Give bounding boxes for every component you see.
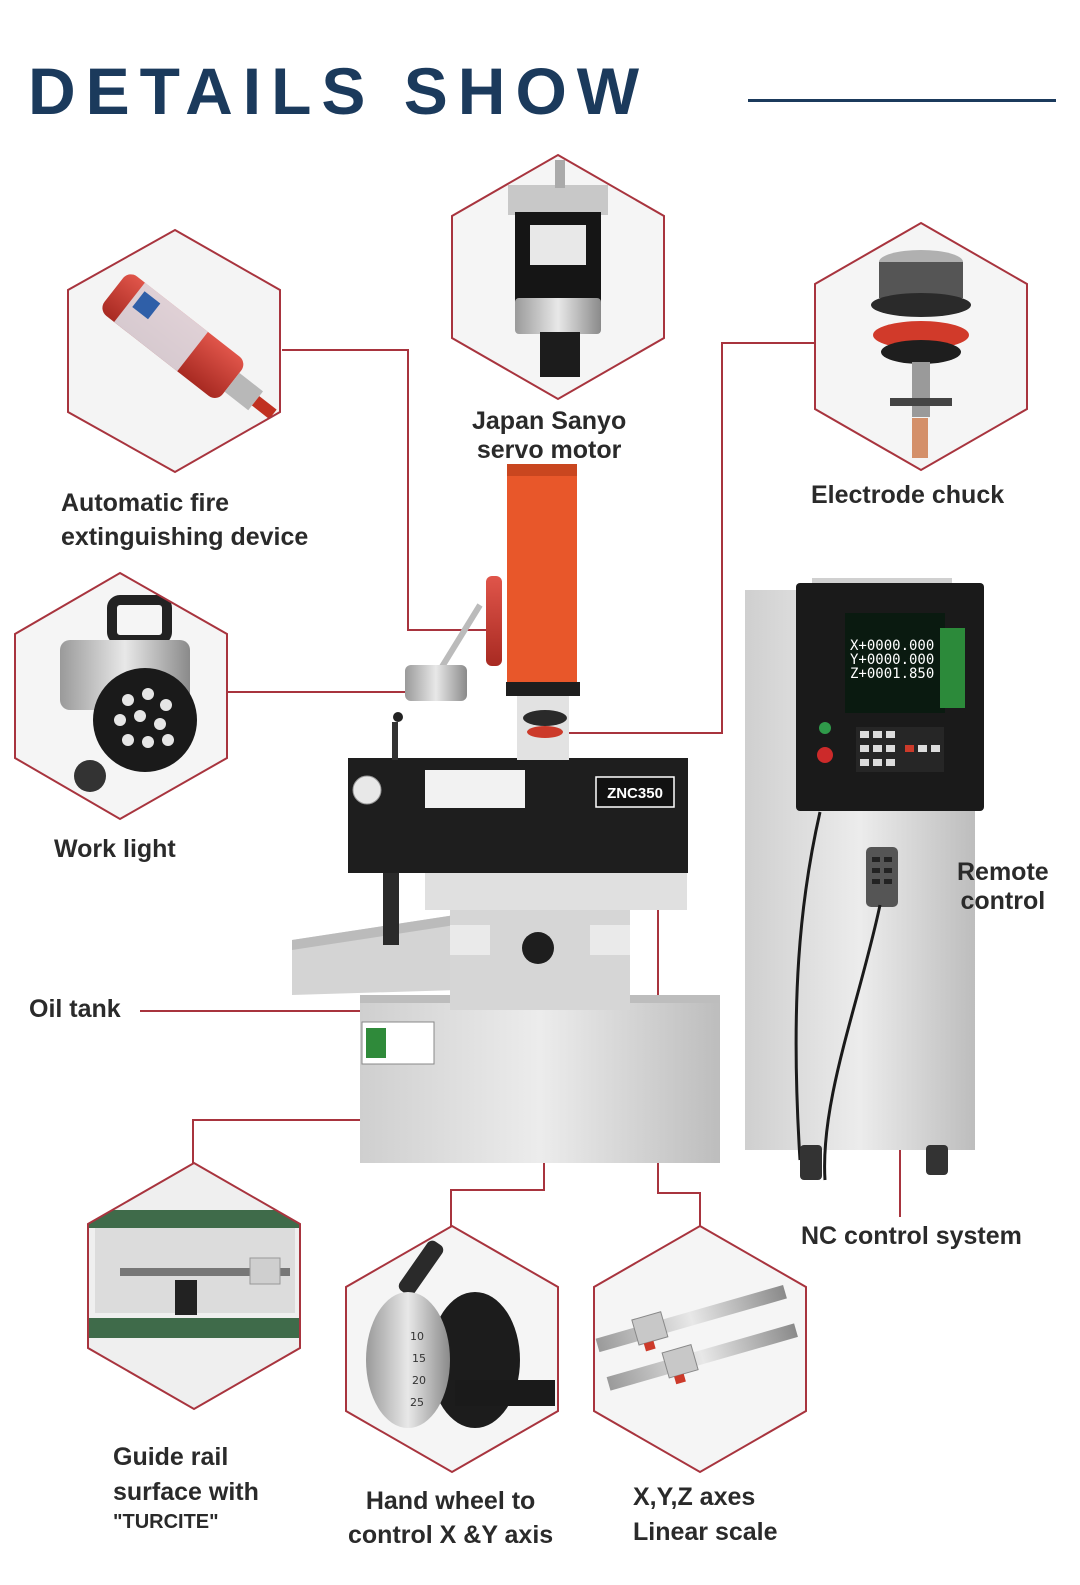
display-z-readout: Z+0001.850: [850, 666, 934, 682]
label-line: surface with: [113, 1477, 259, 1506]
fire-extinguisher-image: [67, 228, 281, 474]
label-line: Guide rail: [113, 1443, 229, 1471]
guide-rail-image: [87, 1161, 301, 1411]
label-oil-tank: Oil tank: [29, 995, 121, 1023]
label-guide-rail: Guide rail surface with "TURCITE": [113, 1440, 259, 1537]
dial-numbers: 10 15 20 25: [410, 1330, 426, 1409]
label-hand-wheel: Hand wheel to control X &Y axis: [348, 1484, 553, 1552]
dial-number: 10: [410, 1330, 424, 1343]
dial-number: 15: [412, 1352, 426, 1365]
title-rule: [748, 99, 1056, 102]
label-line: X,Y,Z axes: [633, 1483, 756, 1511]
label-line: extinguishing device: [61, 522, 309, 551]
linear-scale-image: [593, 1224, 807, 1474]
label-line: Remote: [957, 858, 1049, 886]
label-line: "TURCITE": [113, 1511, 219, 1533]
label-linear-scale: X,Y,Z axes Linear scale: [633, 1480, 778, 1549]
work-light-image: [14, 571, 228, 821]
display-y-readout: Y+0000.000: [850, 652, 934, 668]
label-fire-device: Automatic fire extinguishing device: [61, 487, 308, 555]
dial-number: 20: [412, 1374, 426, 1387]
label-nc-system: NC control system: [801, 1222, 1022, 1250]
label-line: control X &Y axis: [348, 1521, 554, 1549]
hand-wheel-image: 10 15 20 25: [345, 1224, 559, 1474]
label-work-light: Work light: [54, 835, 176, 863]
display-x-readout: X+0000.000: [850, 638, 934, 654]
label-remote-control: Remote control: [957, 858, 1049, 916]
label-line: Linear scale: [633, 1517, 778, 1546]
label-servo-motor: Japan Sanyo servo motor: [472, 407, 626, 465]
label-line: servo motor: [476, 436, 622, 464]
label-line: Automatic fire: [61, 489, 230, 517]
electrode-chuck-image: [814, 221, 1028, 472]
label-line: Japan Sanyo: [472, 407, 627, 435]
edm-machine-image: ZNC350: [292, 464, 720, 1163]
label-line: Hand wheel to: [365, 1487, 536, 1515]
label-line: control: [960, 886, 1046, 915]
dial-number: 25: [410, 1396, 424, 1409]
servo-motor-image: [451, 153, 665, 401]
label-electrode-chuck: Electrode chuck: [811, 481, 1005, 509]
nc-cabinet-image: X+0000.000 Y+0000.000 Z+0001.850: [745, 578, 984, 1181]
page-title: DETAILS SHOW: [28, 54, 650, 128]
model-plate: ZNC350: [607, 785, 663, 802]
